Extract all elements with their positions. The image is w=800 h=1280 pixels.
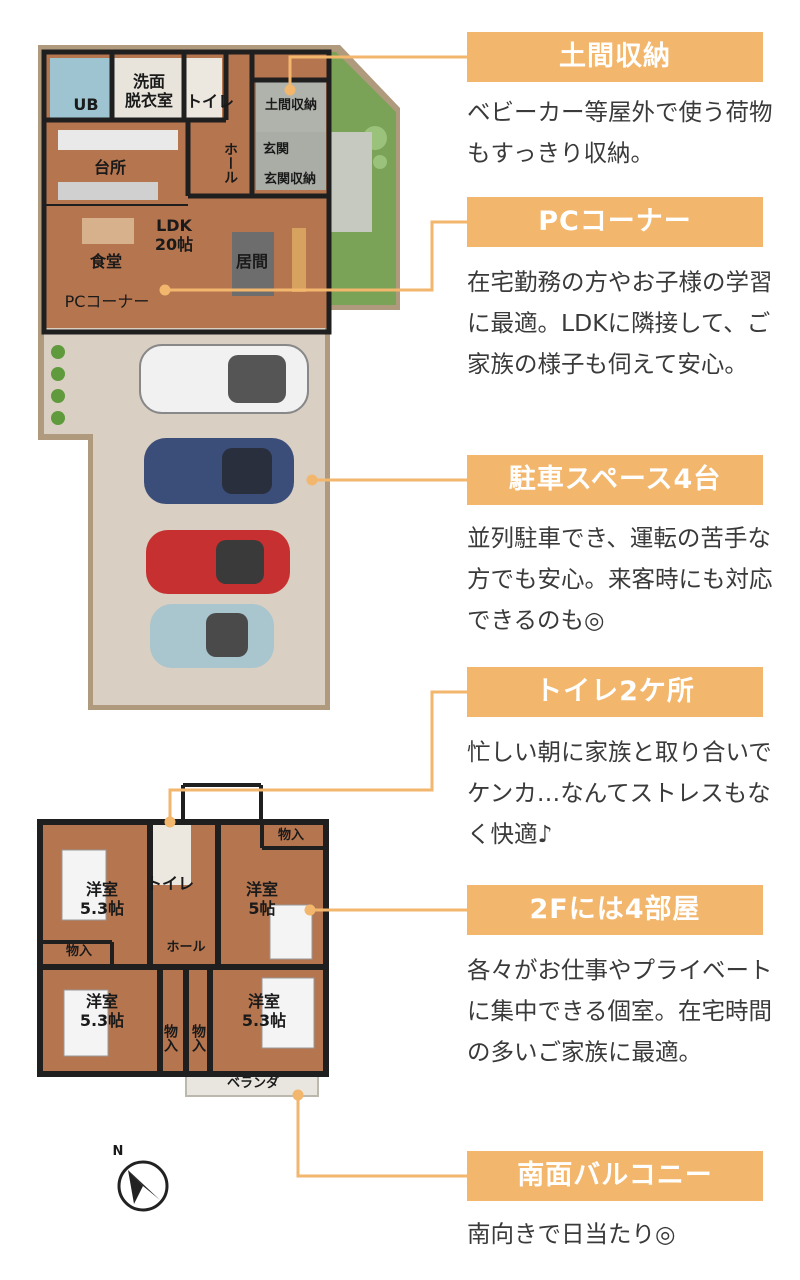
toilet-area (186, 58, 222, 118)
callout-body-parking: 並列駐車でき、運転の苦手な方でも安心。来客時にも対応できるのも◎ (467, 524, 773, 634)
room-label-ldk: LDK 20帖 (154, 216, 194, 254)
room-label-doma-storage: 土間収納 (264, 98, 317, 113)
callout-title-doma-storage: 土間収納 (467, 32, 763, 82)
room-label-toilet-2f: トイレ (145, 874, 194, 893)
room-label-storage-left: 物入 (65, 944, 92, 959)
kitchen-counter (58, 182, 158, 200)
room-label-storage-top: 物入 (277, 828, 304, 843)
room-label-ub: UB (73, 95, 99, 114)
bed (63, 989, 109, 1057)
room-label-storage-b: 物入 (190, 1024, 206, 1052)
entrance-area (256, 132, 326, 190)
callout-body-doma-storage: ベビーカー等屋外で使う荷物もすっきり収納。 (467, 98, 773, 167)
connector-lines (159, 55, 467, 1178)
dining-table (82, 218, 134, 244)
ub-area (50, 58, 112, 118)
shrub (51, 345, 65, 359)
stair-void (183, 785, 261, 825)
callout-title-south-balcony: 南面バルコニー (467, 1151, 763, 1201)
compass-north-label: N (112, 1144, 124, 1159)
shrub (51, 367, 65, 381)
room-label-living: 居間 (235, 252, 268, 271)
callout-title-pc-corner: PCコーナー (467, 197, 763, 247)
callout-title-parking: 駐車スペース4台 (467, 455, 763, 505)
room-label-dining: 食堂 (89, 252, 122, 271)
callout-title-two-toilets: トイレ2ケ所 (467, 667, 763, 717)
room-label-2f-room4: 洋室 5.3帖 (241, 992, 287, 1030)
room-label-hall-2f: ホール (166, 940, 206, 955)
bed (261, 977, 315, 1049)
callout-body-south-balcony: 南向きで日当たり◎ (467, 1220, 676, 1248)
callout-body-pc-corner: 在宅勤務の方やお子様の学習に最適。LDKに隣接して、ご家族の様子も伺えて安心。 (467, 268, 773, 378)
callout-title-four-rooms: 2Fには4部屋 (467, 885, 763, 935)
room-label-veranda: ベランダ (226, 1076, 279, 1091)
bed (61, 849, 107, 921)
room-label-storage-a: 物入 (162, 1024, 178, 1052)
room-label-2f-room1: 洋室 5.3帖 (79, 880, 125, 918)
shrub (51, 411, 65, 425)
toilet-2f-area (153, 825, 191, 885)
callout-body-two-toilets: 忙しい朝に家族と取り合いでケンカ…なんてストレスもなく快適♪ (467, 738, 772, 848)
bed (269, 904, 313, 960)
tv-board (292, 228, 306, 292)
shrub (51, 389, 65, 403)
washroom-area (114, 58, 184, 118)
kitchen-counter (58, 130, 178, 150)
room-label-washroom: 洗面 脱衣室 (124, 72, 173, 110)
room-label-2f-room3: 洋室 5.3帖 (79, 992, 125, 1030)
garden-tree (373, 155, 387, 169)
callout-body-four-rooms: 各々がお仕事やプライベートに集中できる個室。在宅時間の多いご家族に最適。 (467, 956, 773, 1066)
walls-2f (37, 783, 329, 1077)
room-label-hall-1f: ホール (222, 142, 238, 184)
room-label-toilet-1f: トイレ (185, 92, 234, 111)
room-label-entrance-storage: 玄関収納 (263, 172, 316, 187)
approach-paving (330, 132, 372, 232)
compass-needle (128, 1170, 160, 1200)
room-label-pc-corner: PCコーナー (64, 292, 150, 311)
room-label-entrance: 玄関 (262, 142, 289, 157)
room-label-kitchen: 台所 (93, 158, 126, 177)
parked-cars (139, 344, 309, 668)
living-rug (232, 232, 274, 296)
walls-1f (41, 49, 332, 335)
room-label-2f-room2: 洋室 5帖 (245, 880, 278, 918)
